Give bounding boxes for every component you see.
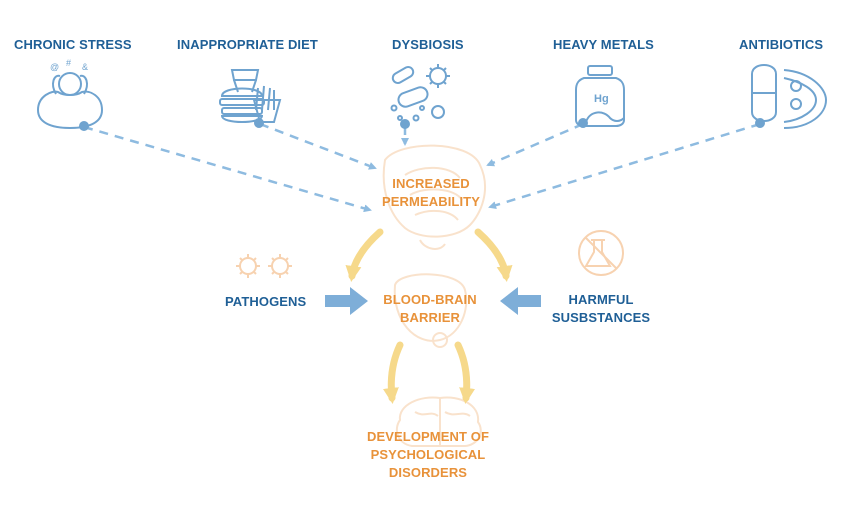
cause-label-heavy-metals: HEAVY METALS	[553, 37, 654, 52]
arrow-harmful	[500, 287, 541, 315]
cause-label-dysbiosis: DYSBIOSIS	[392, 37, 464, 52]
stressed-person-icon: @ # &	[36, 58, 104, 130]
arrow-bbb-outcome-left	[382, 341, 404, 404]
mercury-symbol: Hg	[594, 93, 609, 105]
cause-dots	[79, 118, 765, 131]
cause-label-inappropriate-diet: INAPPROPRIATE DIET	[177, 37, 318, 52]
organ-illustration	[393, 273, 468, 348]
bacteria-icon	[390, 64, 450, 122]
outcome-label: DEVELOPMENT OF PSYCHOLOGICAL DISORDERS	[366, 429, 490, 480]
side-arrows	[325, 287, 541, 315]
arrow-antibiotics	[488, 122, 761, 210]
arrow-perm-bbb-left	[345, 228, 384, 282]
harmful-substances-label: HARMFUL SUSBSTANCES	[551, 292, 651, 325]
capsule-icon	[751, 64, 828, 129]
fast-food-icon	[219, 69, 282, 123]
brain-illustration	[395, 396, 482, 447]
arrow-pathogens	[325, 287, 368, 315]
cause-label-chronic-stress: CHRONIC STRESS	[14, 37, 132, 52]
arrow-diet	[259, 122, 377, 170]
intestine-illustration	[382, 144, 486, 250]
no-chemicals-icon	[578, 230, 624, 276]
svg-text:#: #	[66, 58, 71, 68]
pathogens-label: PATHOGENS	[225, 294, 307, 309]
arrow-metals	[486, 122, 584, 167]
svg-text:@: @	[50, 62, 59, 72]
arrow-perm-bbb-right	[474, 228, 513, 282]
pathogen-icon	[236, 254, 292, 278]
arrow-bbb-outcome-right	[454, 341, 476, 404]
increased-permeability-label: INCREASED PERMEABILITY	[382, 176, 480, 209]
cause-label-antibiotics: ANTIBIOTICS	[739, 37, 824, 52]
svg-text:&: &	[82, 62, 88, 72]
flow-arrows	[345, 228, 513, 404]
blood-brain-barrier-label: BLOOD-BRAIN BARRIER	[383, 292, 477, 325]
mercury-jar-icon: Hg	[575, 65, 625, 127]
arrow-stress	[83, 125, 372, 213]
